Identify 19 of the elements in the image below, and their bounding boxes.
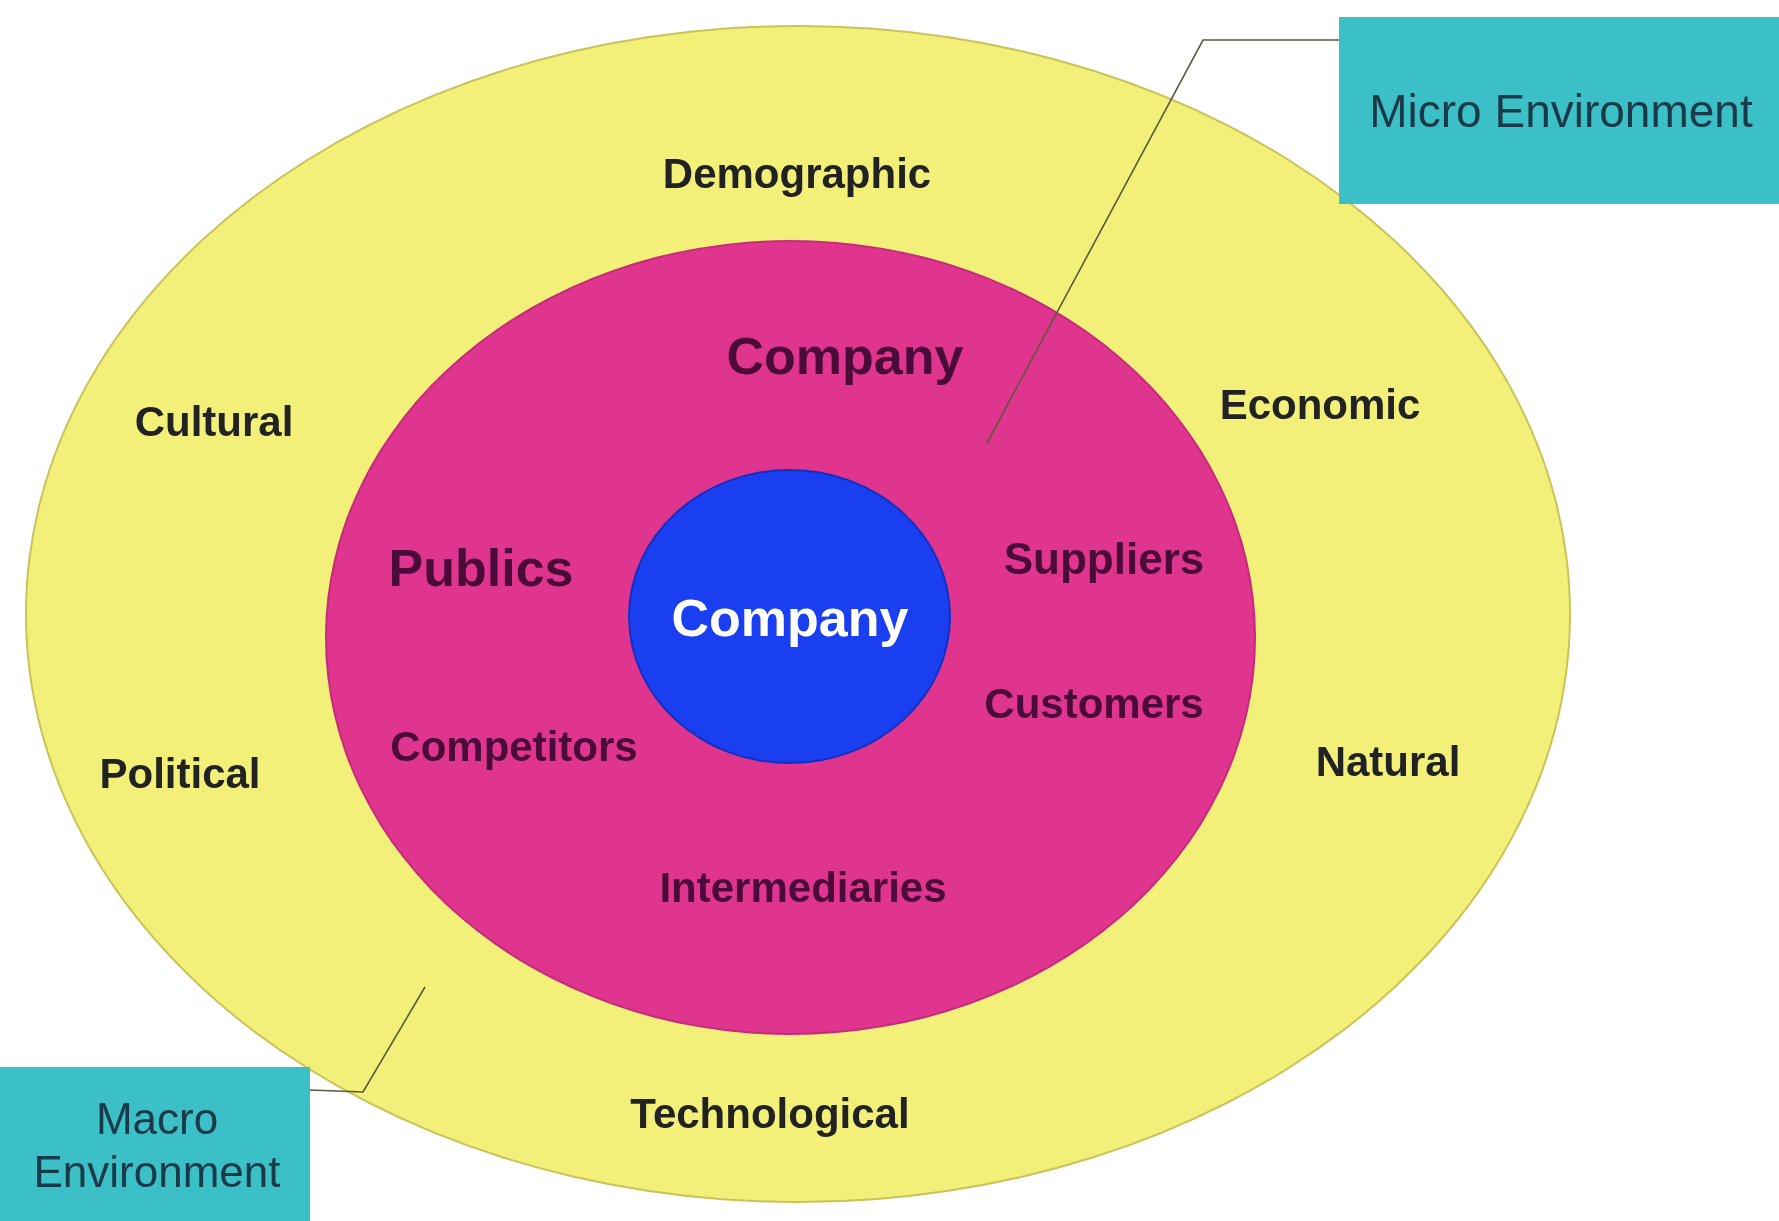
callout-box (1339, 17, 1779, 204)
leader-line (986, 39, 1340, 444)
node-label: Competitors (390, 723, 638, 771)
node-label: Economic (1219, 381, 1421, 429)
node-label: Political (99, 750, 261, 798)
node-label: Natural (1315, 738, 1461, 786)
node-label: Suppliers (1003, 534, 1205, 584)
node-label: Company (726, 326, 964, 386)
node-label: Micro Environment (1368, 84, 1754, 140)
node-label: Publics (388, 538, 574, 598)
node-label: Company (671, 588, 909, 648)
callout-box (0, 1067, 310, 1221)
leader-line (309, 986, 426, 1093)
node-label: Demographic (662, 150, 932, 198)
node-label: Cultural (134, 398, 294, 446)
node-label: Customers (984, 680, 1204, 728)
node-label: Technological (630, 1090, 910, 1138)
node-label: Intermediaries (659, 864, 947, 912)
node-label: Macro Environment (32, 1093, 282, 1198)
